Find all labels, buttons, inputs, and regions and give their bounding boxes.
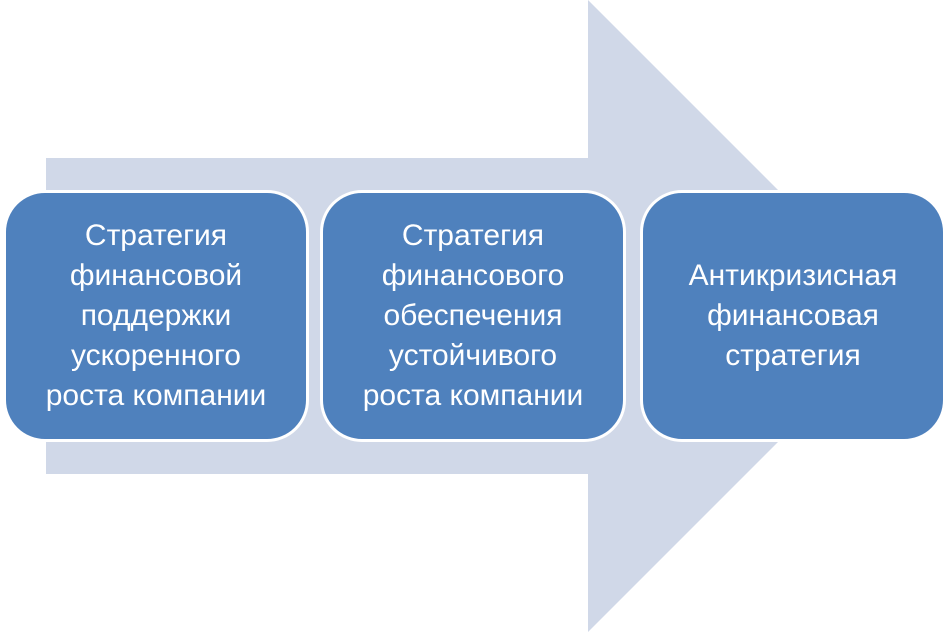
step-box-2: Стратегия финансового обеспечения устойч…: [320, 190, 626, 442]
step-box-1: Стратегия финансовой поддержки ускоренно…: [3, 190, 309, 442]
step-box-3: Антикризисная финансовая стратегия: [640, 190, 946, 442]
step-3-text: Антикризисная финансовая стратегия: [688, 259, 898, 372]
step-2-text: Стратегия финансового обеспечения устойч…: [362, 219, 584, 412]
step-1-text: Стратегия финансовой поддержки ускоренно…: [45, 219, 267, 412]
